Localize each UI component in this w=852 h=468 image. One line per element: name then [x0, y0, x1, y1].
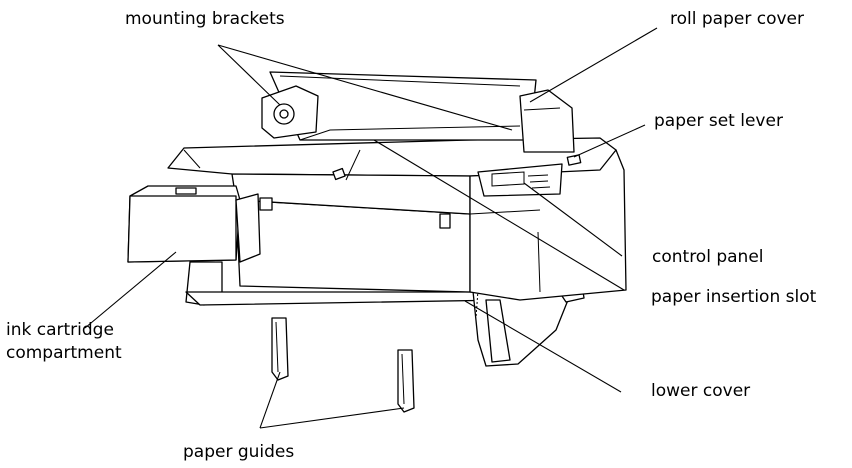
label-mounting-brackets: mounting brackets: [125, 9, 285, 29]
label-roll-paper-cover: roll paper cover: [670, 9, 804, 29]
leader-mounting-brackets-left: [217, 44, 281, 106]
leader-control-panel: [523, 182, 623, 257]
label-lower-cover: lower cover: [651, 381, 750, 401]
leader-paper-set-lever: [573, 124, 646, 158]
lower-cover-panel: [235, 199, 471, 293]
paper-guide-right: [397, 349, 415, 413]
leader-lower-cover: [464, 300, 622, 393]
ink-cartridge-compartment-shape: [127, 185, 261, 263]
callout-labels: mounting brackets roll paper cover paper…: [6, 9, 817, 462]
label-paper-insertion-slot: paper insertion slot: [651, 287, 817, 307]
right-roll-bracket: [519, 89, 575, 153]
label-ink-cartridge-line2: compartment: [6, 343, 122, 363]
paper-set-lever-handle: [566, 154, 582, 166]
leader-mounting-brackets-right: [217, 44, 513, 131]
leader-paper-guides-left: [259, 371, 281, 429]
left-roll-bracket: [261, 85, 319, 139]
printer-illustration: [127, 71, 627, 413]
leader-lines: [84, 27, 658, 429]
label-paper-set-lever: paper set lever: [654, 111, 783, 131]
leader-roll-paper-cover: [529, 27, 658, 103]
leader-paper-insertion-slot: [373, 139, 625, 291]
label-control-panel: control panel: [652, 247, 764, 267]
label-paper-guides: paper guides: [183, 442, 294, 462]
label-ink-cartridge-line1: ink cartridge: [6, 320, 114, 340]
leader-paper-guides-right: [259, 407, 405, 429]
leader-ink-cartridge: [84, 251, 177, 329]
paper-guide-left: [271, 317, 289, 381]
